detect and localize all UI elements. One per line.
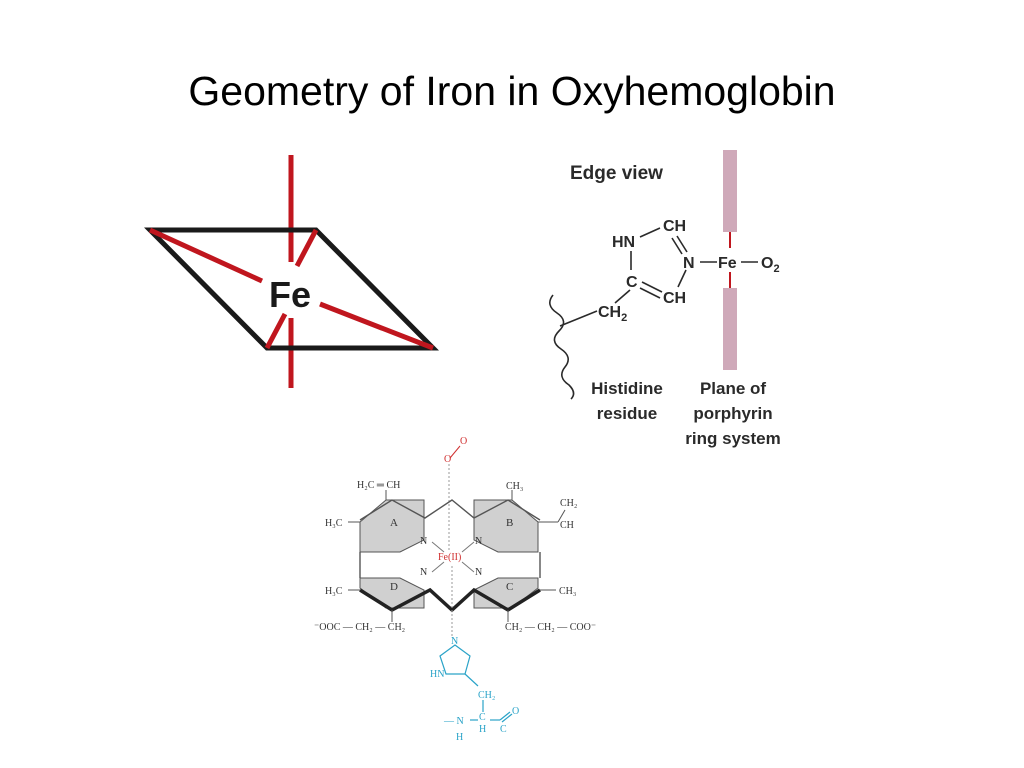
his-hn: HN [430, 669, 444, 680]
heme-ch2-right: CH₂ [560, 498, 577, 509]
heme-ring-d: D [390, 581, 398, 593]
heme-ring-b: B [506, 517, 513, 529]
slide-title: Geometry of Iron in Oxyhemoglobin [188, 68, 836, 114]
n-fe-bonds [431, 541, 475, 573]
his-nh: — N [443, 716, 464, 727]
ch2-label: CH2 [598, 304, 627, 324]
heme-o-bottom: O [444, 454, 451, 465]
ch-bottom-label: CH [663, 290, 686, 307]
octahedral-geometry: Fe [144, 155, 439, 388]
heme-h2c-ch: H₂C ═ CH [357, 480, 400, 491]
heme-h3c-left: H₃C [325, 518, 343, 529]
bond-to-bottom-corner [264, 312, 288, 350]
histidine-caption-1: Histidine [591, 379, 663, 398]
c-label: C [626, 274, 638, 291]
his-c2: C [500, 724, 507, 735]
hn-label: HN [612, 234, 635, 251]
heme-ch3-top: CH₃ [506, 481, 523, 492]
substituent-bonds [348, 490, 566, 622]
bond-to-top-corner [294, 228, 319, 268]
his-ch2: CH₂ [478, 690, 495, 701]
protein-backbone-squiggle [549, 294, 575, 400]
side-chain-bond [559, 310, 598, 327]
edge-view: Edge view HN CH N C CH Fe O2 CH2 Histid [549, 150, 781, 448]
heme-left-chain: ⁻OOC — CH₂ — CH₂ [314, 622, 405, 633]
heme-ch-right: CH [560, 520, 574, 531]
heme-n2: N [475, 536, 482, 547]
plane-caption-2: porphyrin [693, 404, 772, 423]
heme-ch3-right: CH₃ [559, 586, 576, 597]
heme-structure: O O [314, 436, 596, 743]
heme-n3: N [420, 567, 427, 578]
his-o: O [512, 706, 519, 717]
imidazole-bonds [614, 227, 758, 304]
edge-view-heading: Edge view [570, 163, 663, 184]
iron-label: Fe [269, 274, 311, 315]
o2-label: O2 [761, 255, 780, 275]
heme-right-chain: CH₂ — CH₂ — COO⁻ [505, 622, 596, 633]
bond-to-right-corner [319, 301, 434, 351]
o2-bond [449, 445, 461, 459]
histidine-ring [439, 644, 513, 723]
heme-ring-c: C [506, 581, 513, 593]
his-c: C [479, 712, 486, 723]
n-label: N [683, 255, 695, 272]
his-h2: H [479, 724, 486, 735]
heme-ring-a: A [390, 517, 398, 529]
heme-n1: N [420, 536, 427, 547]
histidine-caption-2: residue [597, 404, 657, 423]
porphyrin-plane-upper [723, 150, 737, 232]
porphyrin-plane-lower [723, 288, 737, 370]
heme-top-rim [359, 499, 541, 521]
his-n: N [451, 636, 458, 647]
ch-top-label: CH [663, 218, 686, 235]
heme-h3c-lower: H₃C [325, 586, 343, 597]
fe-label: Fe [718, 255, 737, 272]
heme-fe: Fe(II) [438, 552, 461, 563]
plane-caption-3: ring system [685, 429, 780, 448]
heme-o-top: O [460, 436, 467, 447]
bond-to-left-corner [148, 227, 264, 284]
his-h1: H [456, 732, 463, 743]
plane-caption-1: Plane of [700, 379, 766, 398]
heme-n4: N [475, 567, 482, 578]
